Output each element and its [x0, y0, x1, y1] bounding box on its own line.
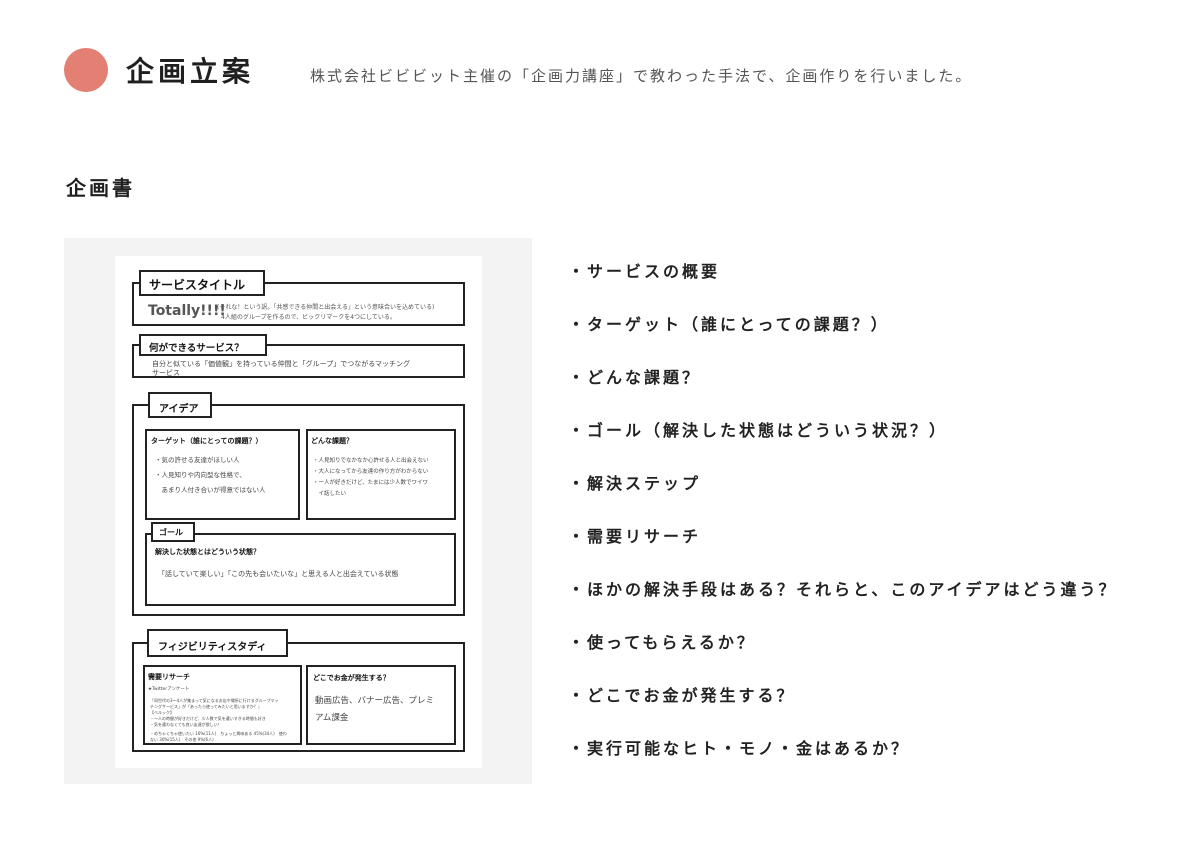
money-box — [306, 665, 456, 745]
list-item: ・使ってもらえるか？ — [568, 633, 756, 652]
target-box — [145, 429, 300, 520]
checklist: ・サービスの概要 ・ターゲット（誰にとっての課題？） ・どんな課題？ ・ゴール（… — [568, 258, 1118, 788]
feasibility-label: フィジビリティスタディ — [147, 629, 288, 657]
accent-circle-icon — [64, 48, 108, 92]
research-text: ・めちゃくちゃ使いたい 16%(11人) ちょっと興味ある 45%(34人) 使… — [150, 731, 287, 736]
what-service-box — [132, 344, 465, 378]
goal-answer: 「話していて楽しい」「この先も会いたいな」と思える人と出会えている状態 — [158, 570, 399, 578]
problem-text: ・一人が好きだけど、たまには少人数でワイワ — [313, 480, 429, 486]
service-name-note: 4人組のグループを作るので、ビックリマークを4つにしている。 — [221, 314, 396, 321]
page-description: 株式会社ビビビット主催の「企画力講座」で教わった手法で、企画作りを行いました。 — [310, 67, 973, 85]
research-text: ・一人の時間が好きだけど、少人数で気を遣いすぎる時間も好き — [150, 716, 266, 721]
research-text: 「同世代の3〜4人が集まって気になるお店や場所に行けるグループマッ — [150, 698, 279, 703]
problem-text: ・人見知りでなかなか心許せる人と出会えない — [313, 458, 429, 464]
service-name-note: (それな！という訳。「共感できる仲間と出会える」という意味合いを込めている) — [217, 304, 435, 311]
problem-label: どんな課題？ — [311, 437, 353, 445]
money-text: 動画広告、バナー広告、プレミ — [315, 696, 435, 706]
list-item: ・どこでお金が発生する？ — [568, 686, 796, 705]
service-title-label: サービスタイトル — [139, 270, 265, 296]
money-label: どこでお金が発生する？ — [313, 674, 390, 682]
goal-question: 解決した状態とはどういう状態？ — [155, 548, 260, 556]
goal-label: ゴール — [151, 522, 195, 542]
planning-document: サービスタイトル Totally!!!! (それな！という訳。「共感できる仲間と… — [115, 256, 482, 768]
list-item: ・サービスの概要 — [568, 262, 721, 281]
research-text: 【ベルック】 — [150, 710, 174, 715]
page-title: 企画立案 — [126, 55, 255, 88]
what-service-text: 自分と似ている「価値観」を持っている仲間と「グループ」でつながるマッチング — [152, 360, 410, 368]
research-text: ★Twitterアンケート — [148, 687, 190, 692]
research-box — [143, 665, 302, 745]
target-label: ターゲット（誰にとっての課題？） — [151, 437, 263, 445]
list-item: ・需要リサーチ — [568, 527, 702, 546]
list-item: ・ターゲット（誰にとっての課題？） — [568, 315, 890, 334]
section-title: 企画書 — [66, 176, 135, 200]
target-text: あまり人付き合いが得意ではない人 — [155, 486, 266, 494]
list-item: ・ほかの解決手段はある？それらと、このアイデアはどう違う？ — [568, 580, 1118, 599]
idea-label: アイデア — [148, 392, 212, 418]
list-item: ・解決ステップ — [568, 474, 702, 493]
list-item: ・ゴール（解決した状態はどういう状況？） — [568, 421, 949, 440]
target-text: ・人見知りや内向型な性格で、 — [155, 471, 246, 479]
money-text: アム課金 — [315, 713, 349, 723]
research-label: 需要リサーチ — [148, 673, 190, 681]
list-item: ・どんな課題？ — [568, 368, 702, 387]
what-service-text: サービス — [152, 369, 180, 377]
problem-text: ・大人になってから友達の作り方がわからない — [313, 469, 429, 475]
list-item: ・実行可能なヒト・モノ・金はあるか？ — [568, 739, 911, 758]
service-name: Totally!!!! — [148, 303, 226, 319]
research-text: ない 30%(15人) その他 9%(6人) — [150, 737, 214, 742]
problem-box — [306, 429, 456, 520]
research-text: ・気を遣わなくても良い友達が欲しい！ — [150, 722, 222, 727]
goal-box — [145, 533, 456, 606]
problem-text: イ話したい — [313, 491, 347, 497]
research-text: チングサービス」が「あったら使ってみたいと思いますか？」 — [150, 704, 262, 709]
target-text: ・気の許せる友達がほしい人 — [155, 456, 240, 464]
what-service-label: 何ができるサービス？ — [139, 334, 267, 356]
